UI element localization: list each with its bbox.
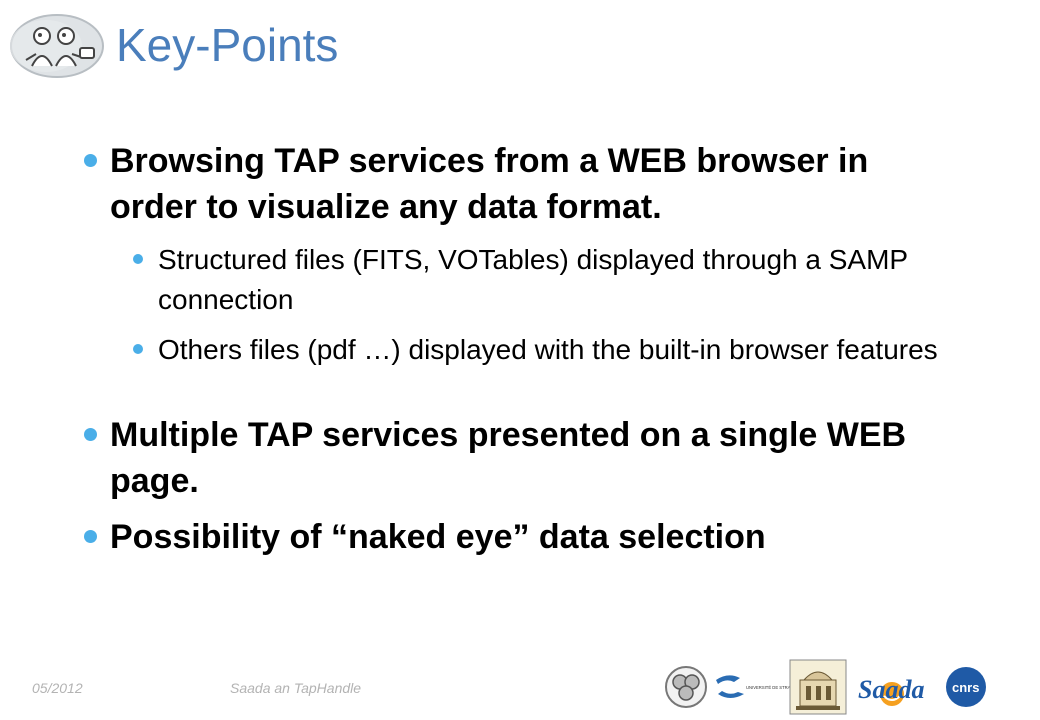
cnrs-text: cnrs: [952, 680, 979, 695]
footer-text: Saada an TapHandle: [230, 680, 362, 696]
university-text: UNIVERSITÉ DE STRASBOURG: [746, 685, 809, 690]
cnrs-logo-icon: cnrs: [946, 667, 986, 707]
partner-logos: UNIVERSITÉ DE STRASBOURG Saada cnrs: [665, 659, 986, 715]
footer-date: 05/2012: [32, 680, 83, 696]
observatory-building-icon: [789, 659, 847, 715]
bullet-item: Browsing TAP services from a WEB browser…: [78, 138, 958, 230]
saada-logo-icon: Saada: [858, 675, 924, 706]
university-strasbourg-logo-icon: UNIVERSITÉ DE STRASBOURG: [716, 675, 809, 698]
slide-title: Key-Points: [116, 19, 339, 71]
bullet-item: Multiple TAP services presented on a sin…: [78, 412, 958, 504]
bullet-list: Browsing TAP services from a WEB browser…: [78, 138, 958, 560]
sub-bullet-item: Structured files (FITS, VOTables) displa…: [133, 240, 958, 320]
saada-text: Saada: [858, 675, 924, 704]
people-cartoon-icon: [10, 14, 104, 78]
triple-circle-logo-icon: [665, 666, 707, 708]
sub-bullet-item: Others files (pdf …) displayed with the …: [133, 330, 958, 370]
bullet-item: Possibility of “naked eye” data selectio…: [78, 514, 958, 560]
